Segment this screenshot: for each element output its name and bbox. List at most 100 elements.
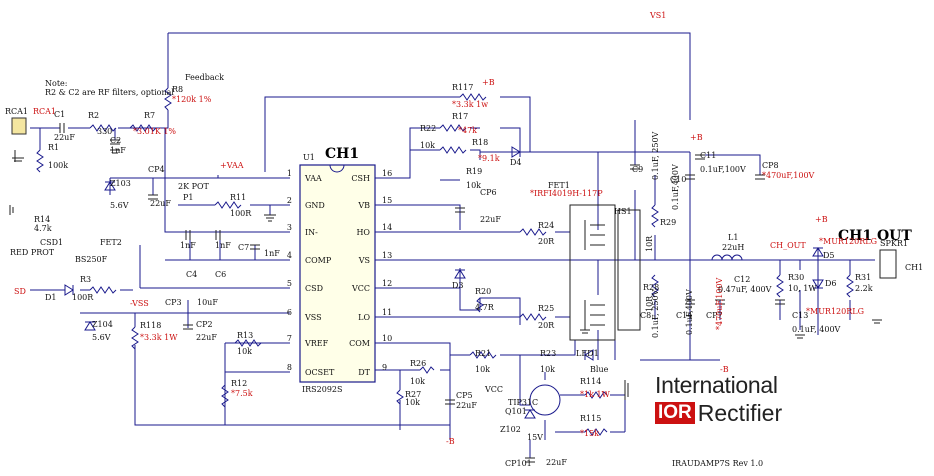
component-value: 2K POT [178, 182, 210, 191]
ic-pin-right-name: VB [357, 201, 370, 210]
bplus-label-1: +B [482, 78, 495, 87]
component-ref: R25 [538, 304, 554, 313]
bminus-label-2: -B [720, 365, 729, 374]
component-value: 10k [237, 347, 252, 356]
vs1-label: VS1 [649, 11, 666, 20]
component-value: 10k [540, 365, 555, 374]
component-value: 22uF [480, 215, 501, 224]
diode-symbols [64, 146, 824, 419]
component-value: 10k [466, 181, 481, 190]
led-blue-label: Blue [590, 365, 609, 374]
component-ref: CP6 [480, 188, 497, 197]
component-value: 100R [72, 293, 94, 302]
component-value: *47k [458, 126, 477, 135]
component-c11: C11 0.1uF,100V [700, 151, 746, 174]
note-line1: Note: [45, 79, 67, 88]
component-value: 0.1uF,100V [700, 165, 746, 174]
component-r3: R3 100R [72, 275, 94, 302]
component-ref: R29 [660, 218, 676, 227]
component-ref: L1 [728, 233, 738, 242]
ic-pin-right-name: VS [358, 256, 370, 265]
component-value: *MUR120RLG [819, 237, 877, 246]
component-ref: Z102 [500, 425, 521, 434]
component-d1: D1 [45, 293, 57, 302]
component-value: 0.1uF, 250V [651, 289, 660, 338]
fet2-label: FET2 [100, 238, 122, 247]
ic-pin-left-number: 4 [287, 251, 292, 260]
component-value: *7.5k [231, 389, 253, 398]
rca-connector [11, 117, 27, 135]
ic-pin-right-number: 11 [382, 308, 392, 317]
component-ref: R14 [34, 215, 50, 224]
component-value: 10, 1W [788, 284, 817, 293]
ic-pin-right-name: CSH [351, 174, 370, 183]
ic-pin-right-name: DT [358, 368, 370, 377]
component-ref: CP8 [762, 161, 779, 170]
component-ref: Z103 [110, 179, 131, 188]
component-ref: D4 [510, 158, 522, 167]
component-value: 10uF [197, 298, 218, 307]
q101-label: Q101 [505, 407, 527, 416]
component-value: *3.01K 1% [133, 127, 176, 136]
rca-net-label: RCA1 [33, 107, 56, 116]
vcc-label: VCC [484, 385, 503, 394]
ic-pin-left-name: COMP [305, 256, 332, 265]
component-d6: D6*MUR120RLG [806, 279, 864, 316]
component-ref: R17 [452, 112, 468, 121]
ic-pin-left-number: 3 [287, 223, 292, 232]
ic-pin-right-number: 14 [382, 223, 392, 232]
component-value: *3.3k 1W [140, 333, 178, 342]
ic-pin-left-name: IN- [305, 228, 318, 237]
component-value: 22uF [546, 458, 567, 467]
rca-label: RCA1 [5, 107, 28, 116]
component-ref: R28 [643, 283, 659, 292]
fet1-part-label: *IRFI4019H-117P [530, 189, 603, 198]
component-value: *470uF,100V [762, 171, 815, 180]
component-ref: R117 [452, 83, 473, 92]
component-ref: C11 [700, 151, 716, 160]
led1-label: LED1 [576, 349, 599, 358]
component-ref: R20 [475, 287, 491, 296]
component-ref: D1 [45, 293, 57, 302]
component-ref: R8 [172, 85, 183, 94]
component-ref: CP2 [196, 320, 213, 329]
vss-label: -VSS [130, 299, 149, 308]
component-ref: D6 [825, 279, 837, 288]
component-r118: R118*3.3k 1W [140, 321, 178, 342]
component-ref: C2 [110, 136, 121, 145]
ic-pin-left-name: CSD [305, 284, 323, 293]
component-value: 22uF [196, 333, 217, 342]
ic-pin-right-name: HO [356, 228, 370, 237]
component-ref: C8 [640, 311, 651, 320]
component-cp6: CP6 22uF [480, 188, 501, 224]
u1-label: U1 [303, 153, 315, 162]
component-r7: R7*3.01K 1% [133, 111, 176, 136]
component-cp2: CP2 22uF [196, 320, 217, 342]
component-value: 0.1uF, 400V [792, 325, 841, 334]
component-r8: R8*120k 1% [172, 85, 212, 104]
component-ref: R18 [472, 138, 488, 147]
component-value: 4.7R [475, 303, 495, 312]
ic-part-label: IRS2092S [302, 385, 343, 394]
ic-pin-right-name: VCC [351, 284, 370, 293]
component-ref: C4 [186, 270, 197, 279]
ic-irs2092s [299, 164, 376, 383]
component-ref: P1 [183, 193, 193, 202]
component-ref: R3 [80, 275, 91, 284]
